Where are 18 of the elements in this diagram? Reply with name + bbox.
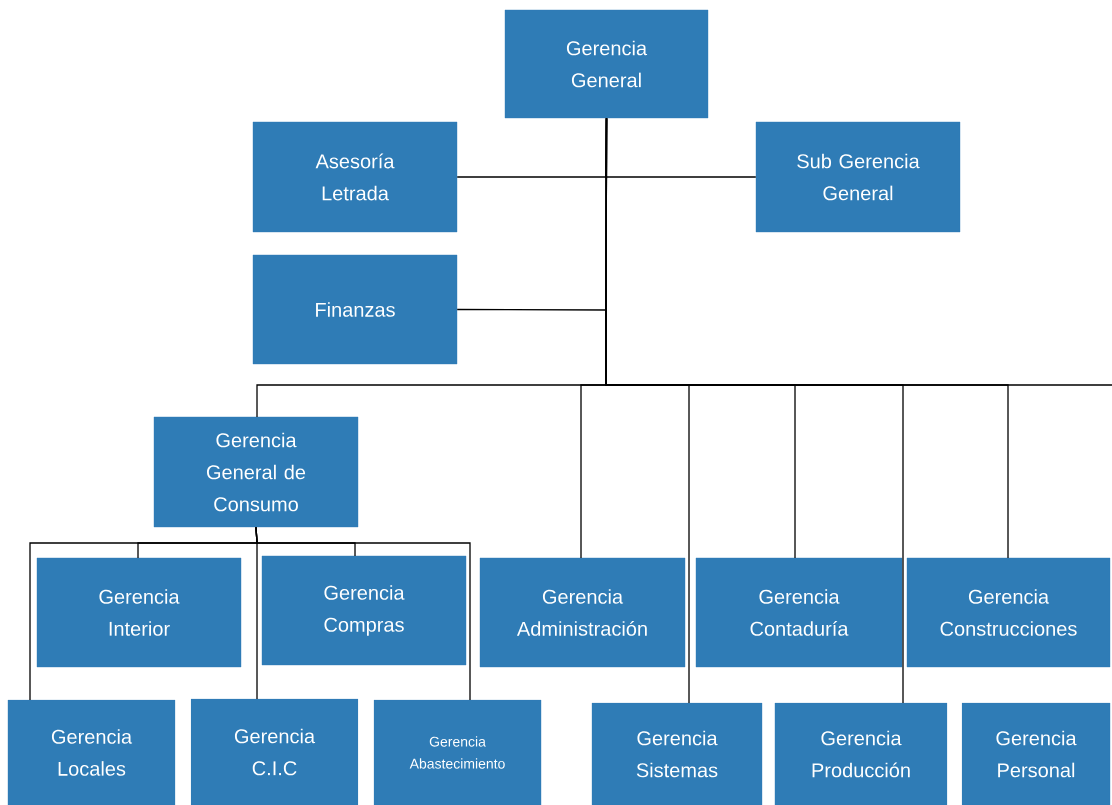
org-box: Gerencia General (504, 9, 709, 119)
connector-line (605, 117, 1112, 386)
org-box: Asesoría Letrada (252, 121, 458, 233)
org-box: Gerencia Administración (479, 557, 686, 668)
org-box: Gerencia C.I.C (190, 698, 359, 805)
org-box: Gerencia Contaduría (695, 557, 903, 668)
org-box: Gerencia Interior (36, 557, 242, 668)
org-box: Gerencia Sistemas (591, 702, 763, 805)
connector-line (255, 526, 471, 701)
org-box: Gerencia Construcciones (906, 557, 1111, 668)
org-box: Finanzas (252, 254, 458, 365)
org-box: Gerencia Compras (261, 555, 467, 666)
org-box: Sub Gerencia General (755, 121, 961, 233)
org-box: Gerencia Producción (774, 702, 948, 805)
org-box: Gerencia Locales (7, 699, 176, 805)
org-box: Gerencia Abastecimiento (373, 699, 542, 805)
org-box: Gerencia Personal (961, 702, 1111, 805)
org-box: Gerencia General de Consumo (153, 416, 359, 528)
